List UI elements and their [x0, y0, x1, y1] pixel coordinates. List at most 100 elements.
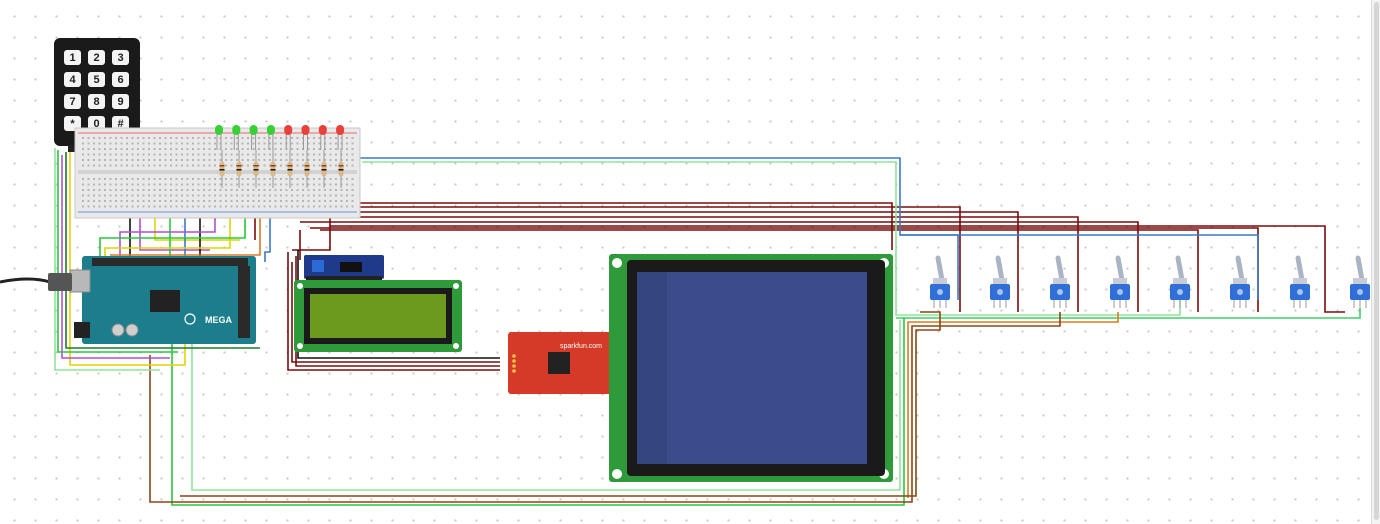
wire-darkred-9[interactable] [287, 252, 500, 371]
keypad-key-cap [64, 116, 81, 131]
wire-darkred-8[interactable] [330, 225, 1345, 313]
lcd-16x2[interactable] [294, 280, 462, 352]
arduino-label: MEGA [205, 315, 233, 325]
wire-purple-1[interactable] [61, 155, 170, 359]
keypad-key-cap [112, 72, 129, 87]
wire-brown-2[interactable] [180, 311, 941, 497]
keypad-key-3[interactable]: 3 [112, 50, 129, 65]
resistor [219, 150, 225, 188]
sparkfun-label: sparkfun.com [560, 343, 602, 350]
keypad-key-label: 4 [69, 74, 76, 86]
wire-darkgreen-1[interactable] [65, 152, 260, 349]
keypad-key-cap [112, 50, 129, 65]
arduino-mega[interactable]: MEGA [69, 256, 256, 344]
wire-orange-1[interactable] [907, 312, 1119, 498]
glcd-screen-shade [637, 272, 667, 464]
switch-lever[interactable] [1175, 255, 1185, 283]
lcd-hole-3 [297, 343, 303, 349]
graphic-lcd[interactable] [609, 254, 893, 482]
switch-lever[interactable] [1115, 255, 1125, 283]
keypad-key-star[interactable]: * [64, 116, 81, 131]
arduino-header-top [92, 258, 248, 266]
keypad-key-cap [112, 94, 129, 109]
switch-lever[interactable] [995, 255, 1005, 283]
toggle-switch[interactable] [1350, 255, 1370, 308]
arduino-logo [184, 313, 196, 325]
scrollbar-thumb[interactable] [1374, 2, 1379, 520]
wire-lightgreen-2[interactable] [896, 308, 1361, 319]
wire-darkred-4[interactable] [300, 221, 1139, 312]
wire-darkred-5[interactable] [300, 202, 893, 250]
wire-lightgreen-1[interactable] [362, 161, 1181, 316]
keypad-key-cap [88, 116, 105, 131]
wire-darkred-1[interactable] [300, 206, 961, 312]
lcd-screen [310, 294, 446, 338]
switch-lever[interactable] [1055, 255, 1065, 283]
keypad-key-4[interactable]: 4 [64, 72, 81, 87]
led [318, 125, 327, 150]
led [249, 125, 258, 150]
keypad-key-cap [64, 94, 81, 109]
arduino-header-right [238, 266, 250, 338]
keypad-key-5[interactable]: 5 [88, 72, 105, 87]
led [266, 125, 275, 150]
keypad-key-1[interactable]: 1 [64, 50, 81, 65]
wire-brown-1[interactable] [149, 312, 1061, 503]
keypad-key-label: # [117, 118, 123, 130]
keypad-key-cap [88, 72, 105, 87]
toggle-switch[interactable] [990, 255, 1010, 308]
usb-cable-wire [0, 277, 51, 284]
wire-green-5[interactable] [57, 150, 178, 353]
backpack-pot [312, 260, 324, 272]
wire-green-4[interactable] [171, 318, 905, 506]
wire-sparkfun-1[interactable] [291, 262, 500, 363]
keypad-key-cap [64, 50, 81, 65]
leds [215, 125, 345, 150]
keypad-key-8[interactable]: 8 [88, 94, 105, 109]
keypad-key-label: 5 [93, 74, 99, 86]
usb-plug [48, 273, 72, 291]
toggle-switch[interactable] [1290, 255, 1310, 308]
resistor [253, 150, 259, 188]
toggle-switch[interactable] [930, 255, 950, 308]
keypad-key-hash[interactable]: # [112, 116, 129, 131]
led [284, 125, 293, 150]
wire-darkred-11[interactable] [292, 215, 331, 251]
toggle-switch[interactable] [1110, 255, 1130, 308]
wire-lightgreen-3[interactable] [191, 300, 901, 491]
keypad-key-7[interactable]: 7 [64, 94, 81, 109]
keypad-key-0[interactable]: 0 [88, 116, 105, 131]
switch-lever[interactable] [1355, 255, 1365, 283]
keypad-key-2[interactable]: 2 [88, 50, 105, 65]
lcd-i2c-backpack[interactable] [304, 255, 384, 280]
vertical-scrollbar[interactable] [1371, 0, 1380, 524]
keypad-key-9[interactable]: 9 [112, 94, 129, 109]
wire-darkred-3[interactable] [300, 216, 1079, 312]
led [301, 125, 310, 150]
keypad-key-label: 8 [93, 96, 99, 108]
capacitor-1 [111, 323, 125, 337]
toggle-switch[interactable] [1170, 255, 1190, 308]
keypad-key-cap [64, 72, 81, 87]
switch-lever[interactable] [935, 255, 945, 283]
switch-lever[interactable] [1235, 255, 1245, 283]
sparkfun-serial-board[interactable]: sparkfun.com [508, 332, 624, 394]
keypad-key-label: 6 [117, 74, 123, 86]
toggle-switches [930, 255, 1370, 308]
wire-darkred-7[interactable] [320, 229, 1199, 312]
lcd-hole-1 [297, 283, 303, 289]
wire-darkred-2[interactable] [300, 211, 1019, 312]
resistor [321, 150, 327, 188]
backpack-pins [306, 276, 382, 280]
wire-jumper-11[interactable] [264, 195, 271, 262]
wire-blue-2[interactable] [900, 234, 1259, 300]
keypad-key-6[interactable]: 6 [112, 72, 129, 87]
resistor [270, 150, 276, 188]
toggle-switch[interactable] [1230, 255, 1250, 308]
resistors [219, 150, 344, 188]
wire-lightgreen-5[interactable] [54, 148, 160, 371]
sparkfun-chip [548, 352, 570, 374]
lcd-hole-2 [453, 283, 459, 289]
switch-lever[interactable] [1295, 255, 1305, 283]
toggle-switch[interactable] [1050, 255, 1070, 308]
